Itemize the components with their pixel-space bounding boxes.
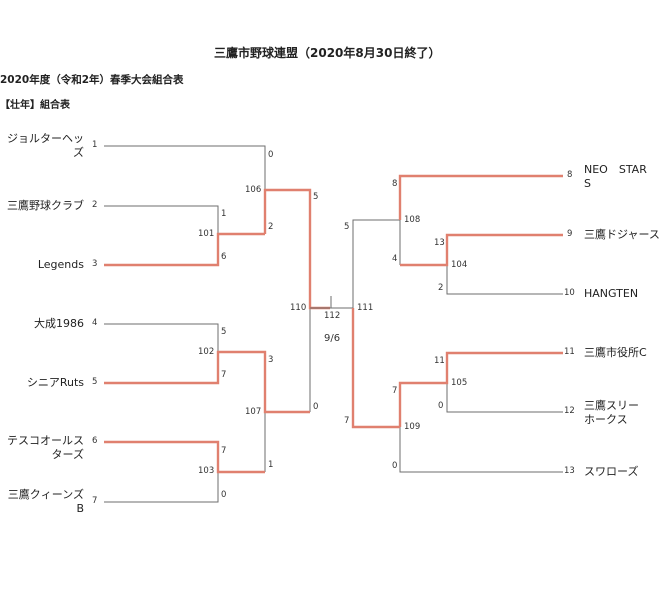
team-name-9: 三鷹ドジャース — [584, 228, 660, 241]
score-111-top: 5 — [344, 222, 350, 232]
score-109-bottom: 0 — [392, 461, 398, 471]
game-number-111: 111 — [357, 303, 374, 313]
seed-7: 7 — [92, 496, 98, 506]
score-101-bottom: 6 — [221, 252, 227, 262]
team-name-10: HANGTEN — [584, 287, 639, 300]
seed-2: 2 — [92, 200, 98, 210]
line-team-1 — [104, 145, 266, 190]
game-number-101: 101 — [198, 229, 215, 239]
seed-3: 3 — [92, 259, 98, 269]
win-line-team-5 — [104, 350, 310, 414]
tournament-subtitle: 2020年度（令和2年）春季大会組合表 — [0, 74, 184, 86]
seed-8: 8 — [567, 170, 573, 180]
line-team-7 — [104, 472, 219, 503]
division-label: 【壮年】組合表 — [0, 100, 70, 111]
seed-10: 10 — [564, 288, 575, 298]
score-106-bottom: 2 — [268, 222, 274, 232]
win-line-team-11 — [398, 351, 563, 427]
game-number-109: 109 — [404, 422, 421, 432]
seed-1: 1 — [92, 140, 98, 150]
win-line-team-3 — [104, 232, 265, 267]
team-name-2: 三鷹野球クラブ — [7, 199, 84, 212]
team-name-11: 三鷹市役所C — [584, 346, 647, 359]
score-108-bottom: 4 — [392, 254, 398, 264]
game-number-102: 102 — [198, 347, 215, 357]
team-name-6: テスコオールスターズ — [7, 434, 84, 461]
final-date: 9/6 — [324, 333, 341, 344]
score-110-top: 5 — [313, 192, 319, 202]
game-number-112: 112 — [324, 311, 341, 321]
team-name-5: シニアRuts — [26, 376, 84, 389]
game-number-108: 108 — [404, 215, 421, 225]
score-110-bottom: 0 — [313, 402, 319, 412]
game-number-107: 107 — [245, 407, 262, 417]
win-line-109 — [351, 308, 400, 429]
score-109-top: 7 — [392, 386, 398, 396]
score-104-top: 13 — [434, 238, 445, 248]
team-name-3: Legends — [37, 258, 84, 271]
line-team-4 — [104, 323, 219, 352]
seed-5: 5 — [92, 377, 98, 387]
line-111-top — [352, 219, 400, 308]
seed-11: 11 — [564, 347, 575, 357]
score-102-top: 5 — [221, 327, 227, 337]
game-number-104: 104 — [451, 260, 468, 270]
team-name-13: スワローズ — [584, 465, 639, 478]
game-number-105: 105 — [451, 378, 468, 388]
score-101-top: 1 — [221, 209, 227, 219]
win-line-team-6 — [104, 440, 265, 474]
game-number-103: 103 — [198, 466, 215, 476]
score-107-top: 3 — [268, 355, 274, 365]
line-team-10 — [446, 265, 563, 295]
seed-9: 9 — [567, 229, 573, 239]
score-111-bottom: 7 — [344, 416, 350, 426]
score-105-bottom: 0 — [438, 401, 444, 411]
score-103-top: 7 — [221, 446, 227, 456]
score-105-top: 11 — [434, 356, 445, 366]
line-team-2 — [104, 205, 219, 234]
score-106-top: 0 — [268, 150, 274, 160]
seed-13: 13 — [564, 466, 575, 476]
score-107-bottom: 1 — [268, 460, 274, 470]
team-name-1: ジョルターヘッズ — [7, 132, 84, 159]
score-108-top: 8 — [392, 179, 398, 189]
team-name-4: 大成1986 — [34, 317, 84, 330]
score-104-bottom: 2 — [438, 283, 444, 293]
line-team-13 — [399, 427, 563, 473]
game-number-110: 110 — [290, 303, 307, 313]
line-team-12 — [446, 383, 563, 413]
score-103-bottom: 0 — [221, 490, 227, 500]
win-line-team-8 — [398, 174, 563, 220]
page-title: 三鷹市野球連盟（2020年8月30日終了） — [214, 46, 441, 60]
seed-4: 4 — [92, 318, 98, 328]
game-number-106: 106 — [245, 185, 262, 195]
seed-12: 12 — [564, 406, 575, 416]
win-line-team-9 — [400, 233, 563, 267]
team-name-12: 三鷹スリーホークス — [584, 399, 639, 426]
score-102-bottom: 7 — [221, 370, 227, 380]
seed-6: 6 — [92, 436, 98, 446]
win-line-106 — [263, 188, 330, 310]
